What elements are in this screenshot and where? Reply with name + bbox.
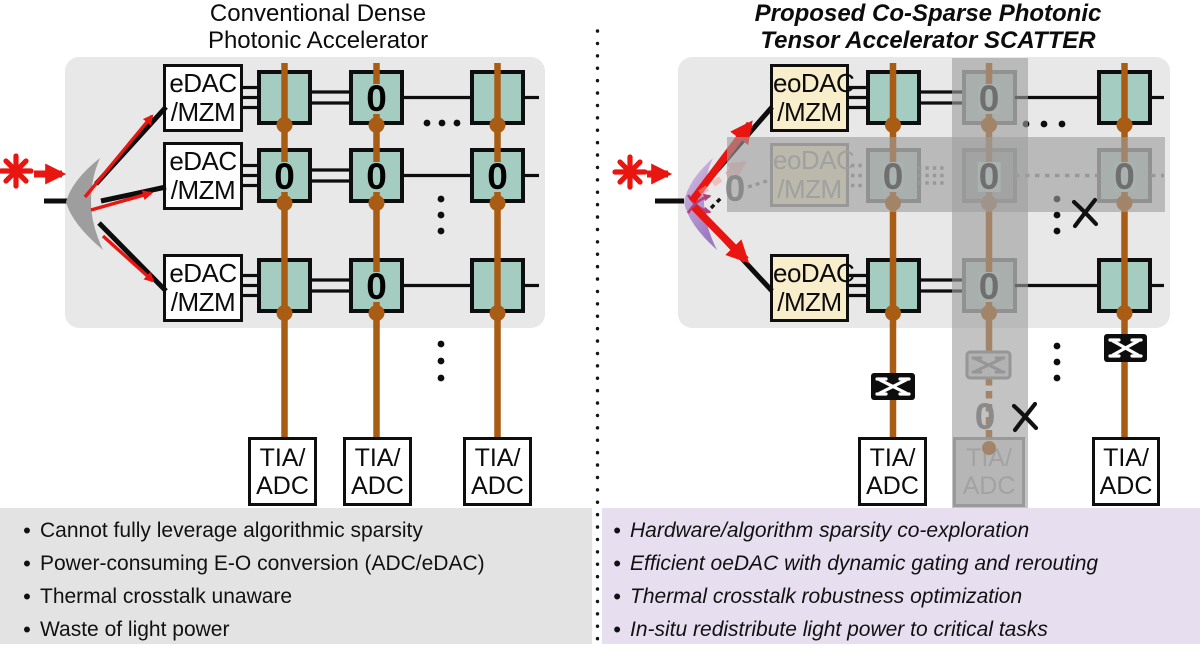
gated-branch-dotted [709,194,725,210]
list-item-text: Thermal crosstalk robustness optimizatio… [630,585,1023,608]
left-title-line2: Photonic Accelerator [207,26,429,54]
list-item: • Cannot fully leverage algorithmic spars… [14,514,592,547]
eodac-mzm-box: eoDAC/MZM [770,64,855,132]
list-item-text: Thermal crosstalk unaware [40,585,293,608]
pruned-row-band [727,137,1165,212]
list-item-text: Cannot fully leverage algorithmic sparsi… [40,519,423,542]
optical-switch-icon [1104,334,1147,362]
label-line: ADC [1099,471,1153,500]
label-line: ADC [866,471,919,500]
right-title-line1: Proposed Co-Sparse Photonic [754,0,1102,27]
bullet-icon: • [23,551,31,576]
bullet-icon: • [613,617,621,642]
bullet-icon: • [613,518,621,543]
list-item: • Thermal crosstalk unaware [14,580,592,613]
list-item: • Efficient oeDAC with dynamic gating and… [604,547,1200,580]
edac-mzm-box: eDAC/MZM [163,64,243,132]
edac-mzm-box: eDAC/MZM [163,254,243,322]
tia-adc-box: TIA/ADC [463,437,532,506]
label-line: TIA/ [354,443,401,472]
label-line: ADC [471,471,524,500]
left-waveguide-columns [281,63,501,437]
list-item: • In-situ redistribute light power to cri… [604,613,1200,646]
list-item-text: Power-consuming E-O conversion (ADC/eDAC… [40,552,485,575]
right-fanout-arrow-top [689,120,753,204]
list-item: • Power-consuming E-O conversion (ADC/eDA… [14,547,592,580]
bullet-icon: • [23,584,31,609]
right-splitter-icon [684,158,717,250]
label-line: TIA/ [1103,443,1149,472]
tia-adc-box: TIA/ADC [343,437,412,506]
list-item: • Hardware/algorithm sparsity co-explorat… [604,514,1200,547]
label-line: /MZM [170,97,236,127]
right-fanout-arrow-bottom [691,204,750,264]
list-item-text: Efficient oeDAC with dynamic gating and … [630,552,1099,575]
bullet-icon: • [613,551,621,576]
right-laser-star-icon [612,154,648,190]
label-line: /MZM [777,97,842,127]
label-line: eDAC [169,258,237,288]
right-features-list: • Hardware/algorithm sparsity co-explorat… [602,508,1200,644]
bullet-icon: • [23,518,31,543]
left-ellipsis-dots [423,119,461,382]
label-line: /MZM [170,175,236,205]
edac-mzm-box: eDAC/MZM [163,142,243,210]
left-splitter-icon [66,158,103,250]
left-drawbacks-list: • Cannot fully leverage algorithmic spars… [0,508,592,644]
right-title-line2: Tensor Accelerator SCATTER [760,26,1096,54]
left-fanout-arrows [83,114,155,283]
label-line: TIA/ [259,443,306,472]
left-title-line1: Conventional Dense [209,0,427,27]
x-mark-icon [1011,197,1099,433]
label-line: /MZM [170,287,236,317]
right-panel-title: Proposed Co-Sparse Photonic Tensor Accel… [688,0,1168,54]
pruned-fanout-arrow [698,160,747,196]
label-line: eoDAC [773,258,855,288]
label-line: /MZM [777,287,842,317]
label-line: eDAC [169,146,237,176]
list-item-text: Waste of light power [40,618,230,641]
label-line: eDAC [169,68,237,98]
left-panel-title: Conventional Dense Photonic Accelerator [98,0,538,54]
eodac-mzm-box: eoDAC/MZM [770,254,855,322]
left-photodetector-dots [276,117,506,321]
tia-adc-box: TIA/ADC [248,437,317,506]
list-item-text: In-situ redistribute light power to crit… [630,618,1048,641]
label-line: ADC [256,471,309,500]
laser-star-icon [0,153,34,189]
bullet-icon: • [613,584,621,609]
list-item: • Waste of light power [14,613,592,646]
pruned-column-band [952,58,1028,508]
left-bus-lines [243,85,539,298]
tia-adc-box: TIA/ADC [858,437,927,506]
optical-switch-icon [871,373,915,400]
list-item-text: Hardware/algorithm sparsity co-explorati… [630,519,1030,542]
label-line: TIA/ [869,443,916,472]
label-line: ADC [351,471,404,500]
bullet-icon: • [23,617,31,642]
label-line: TIA/ [474,443,521,472]
label-line: eoDAC [773,68,855,98]
tia-adc-box: TIA/ADC [1092,437,1160,506]
list-item: • Thermal crosstalk robustness optimizati… [604,580,1200,613]
